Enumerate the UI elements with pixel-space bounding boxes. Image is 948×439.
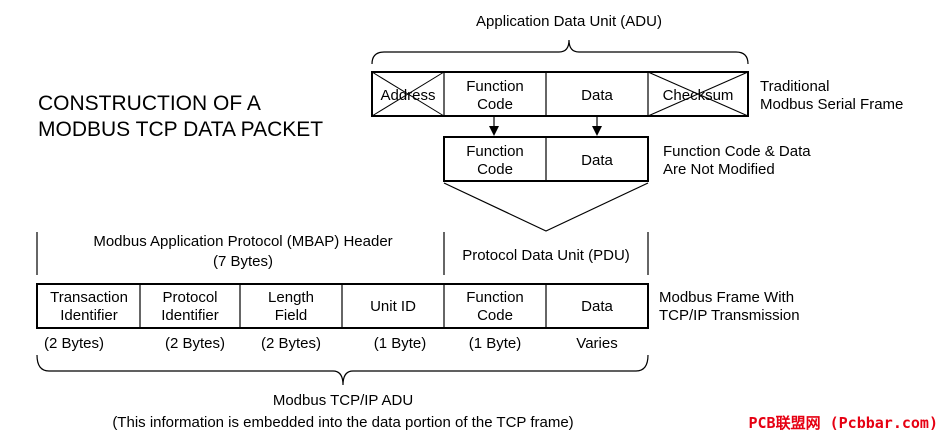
serial-data: Data xyxy=(581,87,613,104)
tcp-protocol-line1: Protocol xyxy=(162,289,217,306)
pdu-function-line2: Code xyxy=(477,161,513,178)
size-protocol: (2 Bytes) xyxy=(165,335,225,352)
tcp-data: Data xyxy=(581,298,613,315)
adu-brace xyxy=(371,39,749,65)
tcp-adu-label-line1: Modbus TCP/IP ADU xyxy=(273,392,413,409)
tcp-adu-label-line2: (This information is embedded into the d… xyxy=(112,414,573,431)
size-function: (1 Byte) xyxy=(469,335,522,352)
tcp-protocol-line2: Identifier xyxy=(161,307,219,324)
tcp-adu-brace xyxy=(36,354,649,386)
tcp-function-line1: Function xyxy=(466,289,524,306)
pdu-function-line1: Function xyxy=(466,143,524,160)
tcp-frame: Transaction Identifier Protocol Identifi… xyxy=(36,283,649,329)
pdu-caption-line1: Function Code & Data xyxy=(663,143,811,160)
serial-function-line2: Code xyxy=(477,96,513,113)
mbap-label-line2: (7 Bytes) xyxy=(213,253,273,270)
arrow-function xyxy=(489,117,499,136)
size-unit-id: (1 Byte) xyxy=(374,335,427,352)
tcp-transaction-line2: Identifier xyxy=(60,307,118,324)
serial-caption-line1: Traditional xyxy=(760,78,829,95)
serial-caption-line2: Modbus Serial Frame xyxy=(760,96,903,113)
serial-checksum: Checksum xyxy=(663,87,734,104)
tcp-transaction-line1: Transaction xyxy=(50,289,128,306)
tcp-caption-line2: TCP/IP Transmission xyxy=(659,307,800,324)
adu-label: Application Data Unit (ADU) xyxy=(476,13,662,30)
tcp-caption-line1: Modbus Frame With xyxy=(659,289,794,306)
pdu-caption-line2: Are Not Modified xyxy=(663,161,775,178)
tcp-length-line1: Length xyxy=(268,289,314,306)
tcp-length-line2: Field xyxy=(275,307,308,324)
mbap-label-line1: Modbus Application Protocol (MBAP) Heade… xyxy=(93,233,392,250)
watermark: PCB联盟网 (Pcbbar.com) xyxy=(749,414,939,432)
arrow-data xyxy=(592,117,602,136)
pdu-data: Data xyxy=(581,152,613,169)
serial-function-line1: Function xyxy=(466,78,524,95)
tcp-function-line2: Code xyxy=(477,307,513,324)
title-line1: CONSTRUCTION OF A xyxy=(38,92,261,115)
funnel-lines xyxy=(443,182,649,232)
pdu-label: Protocol Data Unit (PDU) xyxy=(462,247,630,264)
size-transaction: (2 Bytes) xyxy=(44,335,104,352)
serial-address: Address xyxy=(380,87,435,104)
serial-frame: Address Function Code Data Checksum xyxy=(371,71,749,117)
pdu-frame: Function Code Data xyxy=(443,136,649,182)
tcp-unit-id: Unit ID xyxy=(370,298,416,315)
size-length: (2 Bytes) xyxy=(261,335,321,352)
title-line2: MODBUS TCP DATA PACKET xyxy=(38,118,323,141)
size-data: Varies xyxy=(576,335,617,352)
